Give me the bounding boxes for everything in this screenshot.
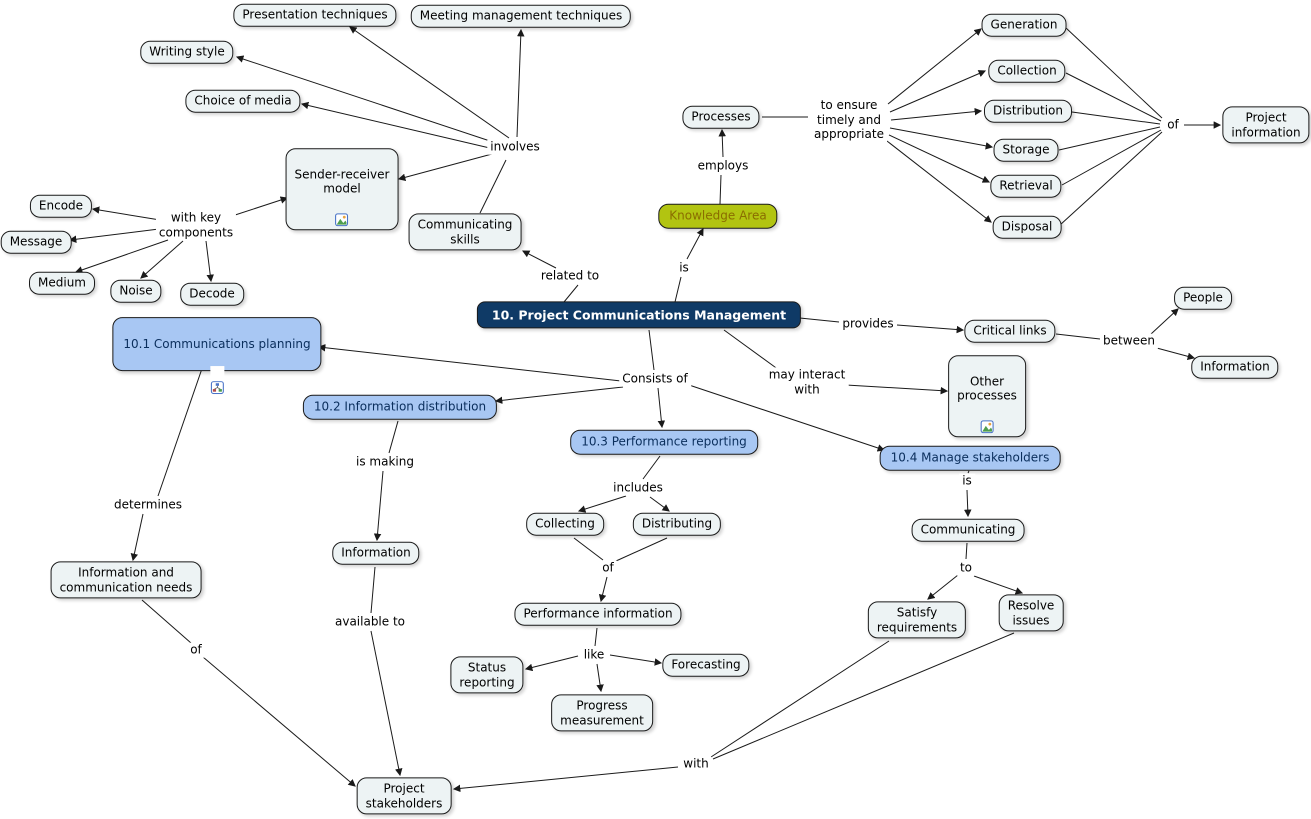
phrase-is-making[interactable]: is making [353, 454, 417, 470]
image-attachment-icon[interactable] [335, 198, 349, 226]
concept-satisfy-requirements[interactable]: Satisfy requirements [867, 601, 967, 639]
concept-collection[interactable]: Collection [988, 59, 1066, 83]
concept-noise[interactable]: Noise [110, 279, 162, 303]
edges-involves [235, 26, 525, 214]
edges-related-to [521, 250, 579, 303]
concept-label: 10.1 Communications planning [123, 336, 311, 351]
edges-with-key-components [68, 196, 289, 283]
child-map-attachment-icon[interactable] [209, 365, 224, 394]
edges-determines [130, 356, 207, 562]
edges-to-ensure [762, 28, 994, 223]
concept-label: Other processes [957, 373, 1017, 403]
concept-project-information[interactable]: Project information [1222, 106, 1310, 144]
image-attachment-icon[interactable] [980, 405, 994, 433]
central-concept[interactable]: 10. Project Communications Management [476, 301, 802, 329]
concept-retrieval[interactable]: Retrieval [990, 174, 1062, 198]
concept-information-distributed[interactable]: Information [332, 541, 420, 565]
phrase-employs[interactable]: employs [694, 158, 752, 174]
concept-information-communication-needs[interactable]: Information and communication needs [50, 561, 202, 599]
phrase-may-interact-with[interactable]: may interact with [765, 367, 849, 397]
concept-distribution[interactable]: Distribution [983, 99, 1073, 123]
concept-communicating[interactable]: Communicating [911, 518, 1025, 542]
concept-presentation-techniques[interactable]: Presentation techniques [233, 3, 397, 27]
concept-meeting-management[interactable]: Meeting management techniques [410, 4, 632, 28]
concept-performance-information[interactable]: Performance information [514, 602, 682, 626]
concept-resolve-issues[interactable]: Resolve issues [998, 594, 1064, 632]
phrase-of-information[interactable]: of [1164, 117, 1182, 133]
concept-label: Sender-receiver model [294, 166, 390, 196]
concept-communicating-skills[interactable]: Communicating skills [408, 213, 522, 251]
concept-10-4-manage-stakeholders[interactable]: 10.4 Manage stakeholders [879, 445, 1061, 471]
concept-information-between[interactable]: Information [1191, 355, 1279, 379]
concept-message[interactable]: Message [0, 230, 72, 254]
concept-status-reporting[interactable]: Status reporting [450, 656, 524, 694]
phrase-includes[interactable]: includes [610, 480, 666, 496]
edges-is-knowledge-area [674, 228, 704, 303]
edges-of-needs [141, 599, 356, 787]
edges-with [452, 632, 1015, 793]
concept-processes[interactable]: Processes [682, 105, 760, 129]
phrase-related-to[interactable]: related to [537, 268, 603, 284]
phrase-of-performance[interactable]: of [599, 560, 617, 576]
phrase-with-key-components[interactable]: with key components [155, 210, 237, 240]
edges-is-communicating [964, 470, 972, 518]
edges-includes [577, 455, 670, 513]
phrase-like[interactable]: like [580, 647, 608, 663]
concept-distributing[interactable]: Distributing [632, 512, 722, 536]
edges-is-making [373, 420, 399, 542]
edges-employs [718, 128, 726, 205]
phrase-determines[interactable]: determines [110, 497, 186, 513]
phrase-is-communicating[interactable]: is [959, 473, 975, 489]
phrase-between[interactable]: between [1100, 333, 1158, 349]
concept-choice-of-media[interactable]: Choice of media [185, 89, 301, 113]
edges-between [1055, 308, 1196, 360]
concept-critical-links[interactable]: Critical links [964, 319, 1056, 343]
concept-people[interactable]: People [1174, 286, 1232, 310]
edges-of-performance [573, 537, 668, 603]
concept-storage[interactable]: Storage [993, 138, 1059, 162]
phrase-provides[interactable]: provides [839, 316, 897, 332]
edges-of-project-information [1058, 27, 1222, 226]
phrase-to-ensure[interactable]: to ensure timely and appropriate [811, 98, 887, 142]
phrase-available-to[interactable]: available to [331, 614, 409, 630]
concept-other-processes[interactable]: Other processes [948, 355, 1026, 437]
phrase-with[interactable]: with [680, 756, 712, 772]
edges-consists-of [317, 329, 886, 452]
concept-disposal[interactable]: Disposal [992, 215, 1062, 239]
concept-10-1-communications-planning[interactable]: 10.1 Communications planning [112, 317, 322, 394]
concept-writing-style[interactable]: Writing style [140, 40, 234, 64]
concept-progress-measurement[interactable]: Progress measurement [551, 694, 653, 732]
concept-knowledge-area[interactable]: Knowledge Area [658, 203, 778, 229]
edges-available-to [370, 566, 403, 777]
concept-project-stakeholders[interactable]: Project stakeholders [356, 777, 452, 815]
concept-10-2-information-distribution[interactable]: 10.2 Information distribution [302, 394, 498, 420]
concept-decode[interactable]: Decode [180, 282, 244, 306]
concept-forecasting[interactable]: Forecasting [662, 653, 750, 677]
phrase-involves[interactable]: involves [487, 139, 543, 155]
edges-may-interact [723, 329, 949, 395]
phrase-consists-of[interactable]: Consists of [619, 371, 691, 387]
concept-encode[interactable]: Encode [29, 194, 93, 218]
concept-collecting[interactable]: Collecting [526, 512, 604, 536]
concept-generation[interactable]: Generation [981, 13, 1067, 37]
phrase-of-needs[interactable]: of [187, 642, 205, 658]
phrase-to[interactable]: to [956, 560, 976, 576]
concept-sender-receiver-model[interactable]: Sender-receiver model [285, 148, 399, 230]
concept-medium[interactable]: Medium [29, 271, 95, 295]
phrase-is[interactable]: is [676, 260, 692, 276]
edges-like [524, 627, 663, 693]
edges-to [927, 542, 1024, 600]
concept-10-3-performance-reporting[interactable]: 10.3 Performance reporting [570, 429, 758, 455]
